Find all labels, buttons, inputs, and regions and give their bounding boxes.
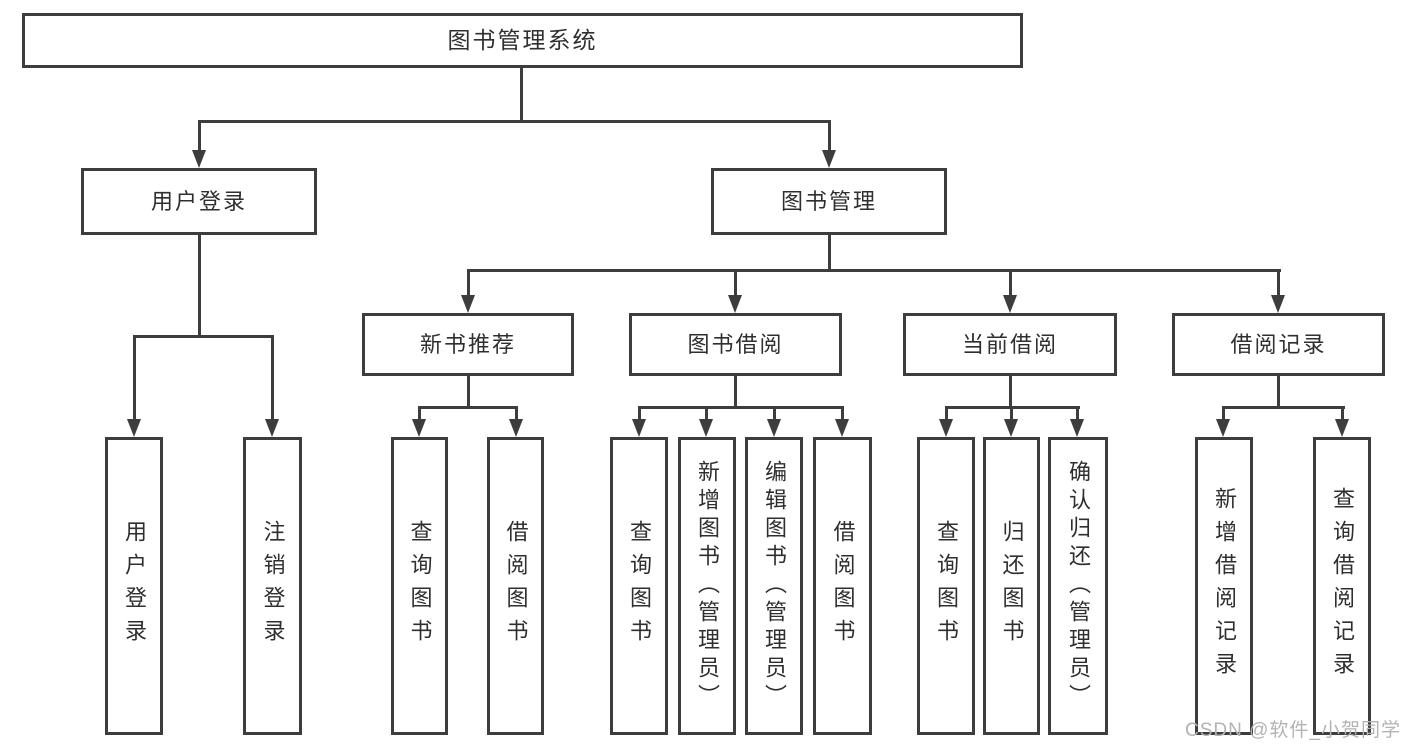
node-label: 用户登录 xyxy=(150,188,247,214)
arrow-down-icon xyxy=(632,419,646,437)
connector-stem xyxy=(1277,376,1280,409)
connector-root-bar xyxy=(198,120,830,123)
connector-stem xyxy=(198,235,201,338)
connector-shaft xyxy=(828,120,831,153)
connector-bar xyxy=(467,269,1281,272)
leaf-user-login: 用户登录 xyxy=(105,437,163,735)
watermark-text: CSDN @软件_小贺同学 xyxy=(1185,720,1401,741)
leaf-label: 新增借阅记录 xyxy=(1212,487,1237,685)
connector-stem xyxy=(734,376,737,409)
arrow-down-icon xyxy=(509,419,523,437)
leaf-label: 用户登录 xyxy=(122,520,147,652)
connector-shaft xyxy=(1341,406,1344,423)
connector-root-stem xyxy=(520,68,523,122)
connector-shaft xyxy=(638,406,641,423)
leaf-label: 查询图书 xyxy=(407,520,433,652)
leaf-add-book-admin: 新增图书（管理员） xyxy=(678,437,736,735)
node-label: 借阅记录 xyxy=(1230,331,1327,357)
node-book-borrowing: 图书借阅 xyxy=(629,313,842,376)
arrow-down-icon xyxy=(835,419,849,437)
connector-shaft xyxy=(271,335,274,423)
connector-shaft xyxy=(945,406,948,423)
leaf-query-books-borrowing: 查询图书 xyxy=(610,437,668,735)
connector-bar xyxy=(133,335,274,338)
leaf-label: 确认归还（管理员） xyxy=(1066,460,1091,712)
connector-stem xyxy=(828,235,831,272)
connector-shaft xyxy=(841,406,844,423)
arrow-down-icon xyxy=(822,150,836,168)
connector-shaft xyxy=(418,406,421,423)
connector-bar xyxy=(418,406,518,409)
arrow-down-icon xyxy=(1070,419,1084,437)
leaf-label: 查询图书 xyxy=(934,520,959,652)
leaf-label: 编辑图书（管理员） xyxy=(762,460,787,712)
leaf-label: 借阅图书 xyxy=(503,520,529,652)
node-borrowing-records: 借阅记录 xyxy=(1172,313,1385,376)
node-user-login: 用户登录 xyxy=(81,168,317,235)
leaf-add-borrow-record: 新增借阅记录 xyxy=(1195,437,1253,735)
arrow-down-icon xyxy=(1216,419,1230,437)
arrow-down-icon xyxy=(1271,295,1285,313)
leaf-borrow-books: 借阅图书 xyxy=(813,437,872,735)
connector-shaft xyxy=(467,269,470,299)
node-label: 图书管理系统 xyxy=(447,27,598,53)
arrow-down-icon xyxy=(728,295,742,313)
connector-shaft xyxy=(1277,269,1280,299)
arrow-down-icon xyxy=(1335,419,1349,437)
node-book-management: 图书管理 xyxy=(711,168,947,235)
arrow-down-icon xyxy=(1003,295,1017,313)
connector-shaft xyxy=(773,406,776,423)
connector-shaft xyxy=(1010,406,1013,423)
arrow-down-icon xyxy=(1004,419,1018,437)
node-library-management-system: 图书管理系统 xyxy=(22,13,1023,68)
arrow-down-icon xyxy=(265,419,279,437)
connector-stem xyxy=(1009,376,1012,409)
connector-bar xyxy=(638,406,844,409)
leaf-query-books-current: 查询图书 xyxy=(917,437,975,735)
leaf-label: 借阅图书 xyxy=(830,520,856,652)
arrow-down-icon xyxy=(412,419,426,437)
connector-shaft xyxy=(1222,406,1225,423)
arrow-down-icon xyxy=(127,419,141,437)
connector-shaft xyxy=(515,406,518,423)
leaf-label: 新增图书（管理员） xyxy=(695,460,720,712)
leaf-label: 查询借阅记录 xyxy=(1330,487,1355,685)
arrow-down-icon xyxy=(699,419,713,437)
node-current-borrowing: 当前借阅 xyxy=(903,313,1117,376)
arrow-down-icon xyxy=(461,295,475,313)
node-label: 当前借阅 xyxy=(961,331,1058,357)
leaf-label: 查询图书 xyxy=(627,520,652,652)
leaf-query-borrow-record: 查询借阅记录 xyxy=(1313,437,1371,735)
arrow-down-icon xyxy=(939,419,953,437)
leaf-edit-book-admin: 编辑图书（管理员） xyxy=(745,437,803,735)
node-label: 新书推荐 xyxy=(419,331,516,357)
connector-shaft xyxy=(705,406,708,423)
node-label: 图书借阅 xyxy=(687,331,784,357)
leaf-return-book: 归还图书 xyxy=(983,437,1040,735)
connector-shaft xyxy=(1076,406,1079,423)
arrow-down-icon xyxy=(767,419,781,437)
leaf-logout: 注销登录 xyxy=(243,437,302,735)
connector-bar xyxy=(1222,406,1345,409)
leaf-borrow-books-recommend: 借阅图书 xyxy=(487,437,544,735)
leaf-label: 归还图书 xyxy=(999,520,1025,652)
leaf-query-books-recommend: 查询图书 xyxy=(391,437,448,735)
connector-shaft xyxy=(198,120,201,153)
connector-shaft xyxy=(1009,269,1012,299)
arrow-down-icon xyxy=(192,150,206,168)
connector-shaft xyxy=(734,269,737,299)
node-label: 图书管理 xyxy=(780,188,877,214)
node-new-book-recommendation: 新书推荐 xyxy=(362,313,574,376)
leaf-label: 注销登录 xyxy=(260,520,286,652)
leaf-confirm-return-admin: 确认归还（管理员） xyxy=(1048,437,1108,735)
connector-shaft xyxy=(133,335,136,423)
connector-stem xyxy=(467,376,470,409)
